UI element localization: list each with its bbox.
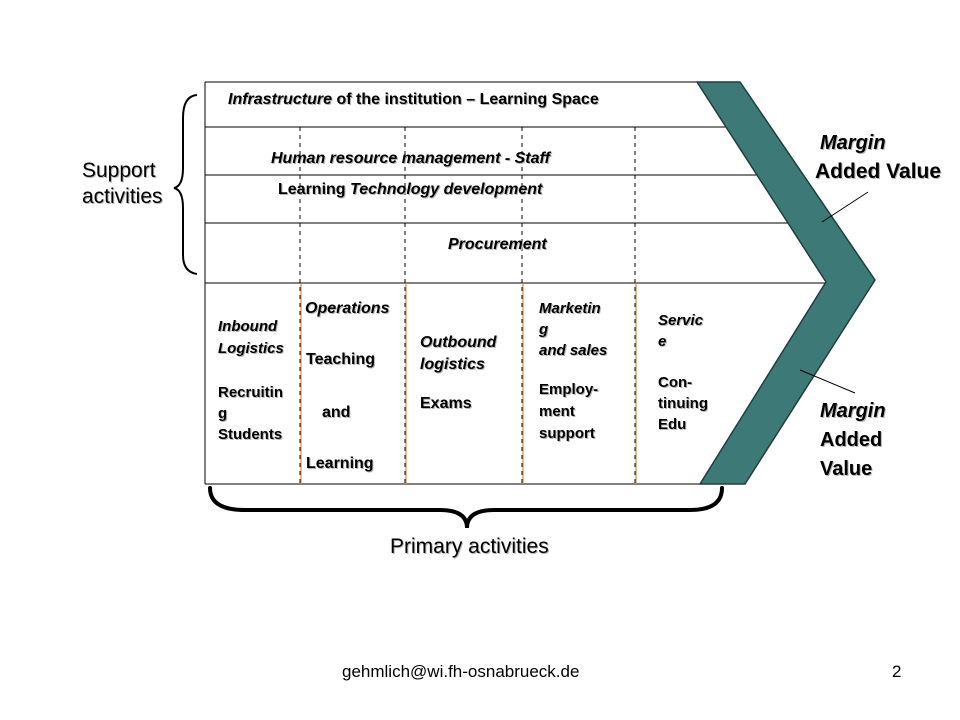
hr-management-row: Human resource management - Staff (271, 150, 550, 167)
marketing-heading: Marketin g and sales (539, 300, 608, 359)
inbound-heading: Inbound Logistics (218, 318, 284, 357)
service-body: Con- tinuing Edu (658, 374, 708, 433)
support-bracket (173, 94, 198, 275)
operations-line1: Teaching (306, 351, 376, 368)
margin-top-value: Added Value (815, 160, 942, 183)
margin-top-label: Margin (820, 132, 886, 154)
margin-top-leader (821, 191, 869, 223)
tech-emph: Technology development (350, 181, 543, 198)
support-activities-label: Support activities (82, 158, 163, 211)
infrastructure-emph: Infrastructure (228, 91, 333, 108)
margin-bottom-line1: Added (820, 429, 883, 451)
support-label-line1: Support (82, 159, 156, 182)
operations-line2: and (322, 404, 351, 421)
marketing-body: Employ- ment support (539, 381, 599, 442)
margin-chevron (695, 81, 876, 485)
infrastructure-rest: of the institution – Learning Space (332, 91, 599, 108)
margin-bottom-label: Margin (820, 400, 886, 422)
infrastructure-row: Infrastructure of the institution – Lear… (228, 91, 599, 109)
operations-line3: Learning (306, 455, 374, 472)
technology-development-row: Learning Technology development (278, 181, 542, 199)
operations-heading: Operations (305, 300, 390, 317)
service-heading: Servic e (658, 312, 704, 350)
inbound-body: Recruitin g Students (218, 383, 284, 443)
primary-activities-label: Primary activities (390, 535, 549, 558)
margin-bottom-leader (799, 369, 856, 394)
margin-bottom-line2: Value (820, 458, 873, 480)
primary-brace (208, 486, 724, 529)
outbound-body: Exams (420, 395, 472, 413)
service: Servic e Con- tinuing Edu (658, 310, 708, 435)
support-label-line2: activities (82, 185, 163, 209)
footer-email: gehmlich@wi.fh-osnabrueck.de (342, 662, 580, 681)
outbound-heading: Outbound logistics (420, 334, 497, 373)
procurement-row: Procurement (448, 236, 547, 253)
page-number: 2 (892, 662, 902, 681)
tech-plain: Learning (278, 181, 351, 198)
